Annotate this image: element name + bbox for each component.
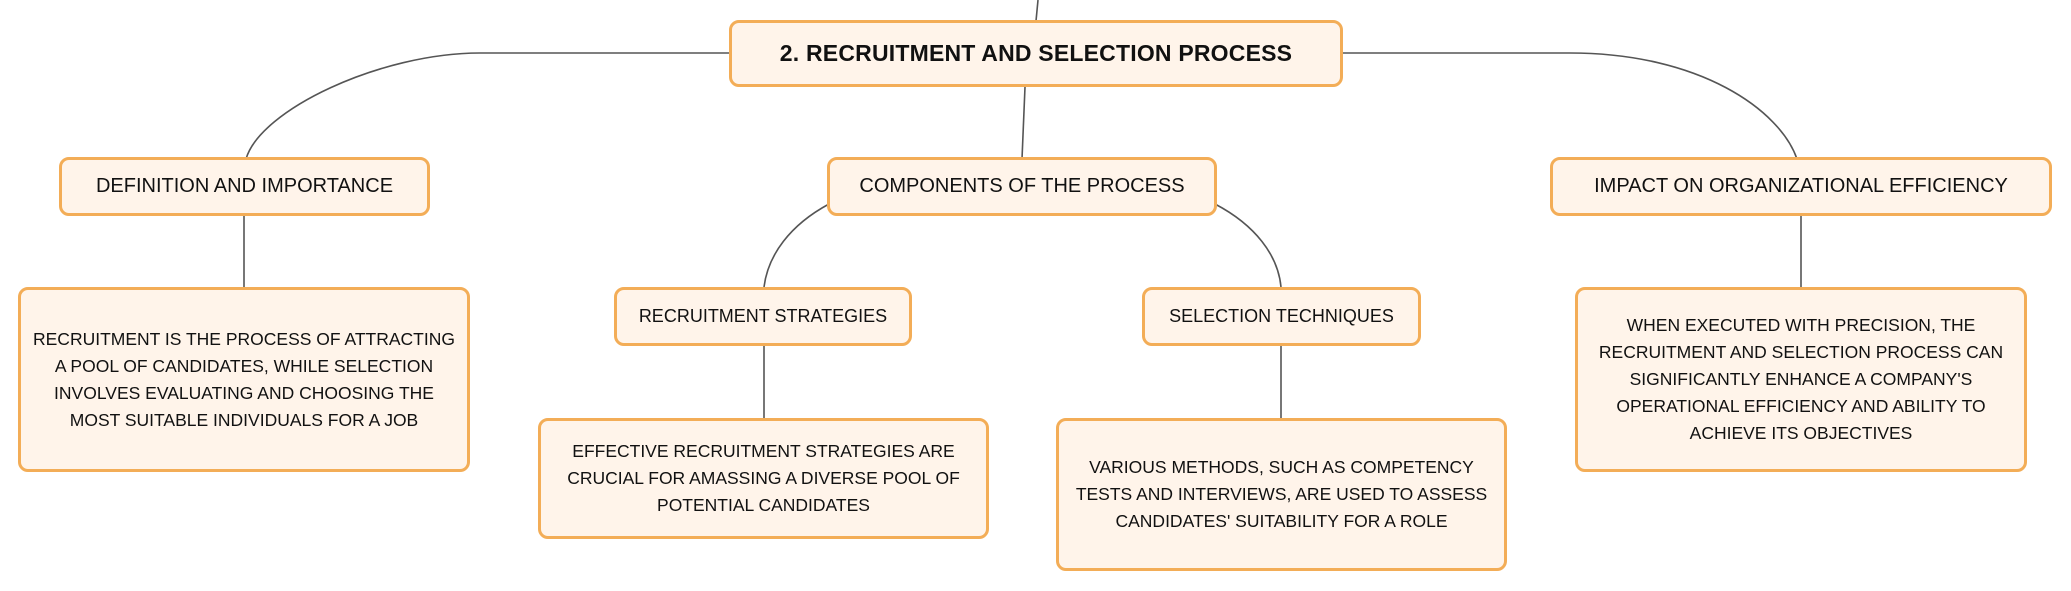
detail-recruitment-strategies[interactable]: EFFECTIVE RECRUITMENT STRATEGIES ARE CRU…: [538, 418, 989, 539]
detail-text: EFFECTIVE RECRUITMENT STRATEGIES ARE CRU…: [567, 441, 960, 515]
detail-selection-techniques[interactable]: VARIOUS METHODS, SUCH AS COMPETENCY TEST…: [1056, 418, 1507, 571]
detail-definition-and-importance[interactable]: RECRUITMENT IS THE PROCESS OF ATTRACTING…: [18, 287, 470, 472]
node-label: IMPACT ON ORGANIZATIONAL EFFICIENCY: [1594, 175, 2008, 197]
root-label: 2. RECRUITMENT AND SELECTION PROCESS: [779, 40, 1293, 66]
node-label: RECRUITMENT STRATEGIES: [638, 306, 888, 326]
node-label: SELECTION TECHNIQUES: [1169, 306, 1394, 326]
node-impact-on-organizational-efficiency[interactable]: IMPACT ON ORGANIZATIONAL EFFICIENCY: [1550, 157, 2052, 216]
connector-root-definition: [245, 52, 729, 160]
root-node[interactable]: 2. RECRUITMENT AND SELECTION PROCESS: [729, 20, 1343, 87]
node-definition-and-importance[interactable]: DEFINITION AND IMPORTANCE: [59, 157, 430, 216]
node-selection-techniques[interactable]: SELECTION TECHNIQUES: [1142, 287, 1421, 346]
detail-text: WHEN EXECUTED WITH PRECISION, THE RECRUI…: [1598, 315, 2004, 443]
connector-root-components: [1021, 86, 1026, 160]
node-components-of-the-process[interactable]: COMPONENTS OF THE PROCESS: [827, 157, 1217, 216]
detail-text: RECRUITMENT IS THE PROCESS OF ATTRACTING…: [33, 328, 455, 430]
connector-components-techniques: [1214, 203, 1282, 288]
node-label: DEFINITION AND IMPORTANCE: [95, 175, 394, 197]
connector-components-strategies: [763, 203, 830, 288]
connector-root-impact: [1343, 52, 1798, 160]
connector-parent-root: [1035, 0, 1039, 22]
detail-text: VARIOUS METHODS, SUCH AS COMPETENCY TEST…: [1075, 457, 1488, 531]
node-label: COMPONENTS OF THE PROCESS: [859, 175, 1185, 197]
detail-impact-on-organizational-efficiency[interactable]: WHEN EXECUTED WITH PRECISION, THE RECRUI…: [1575, 287, 2027, 472]
node-recruitment-strategies[interactable]: RECRUITMENT STRATEGIES: [614, 287, 912, 346]
